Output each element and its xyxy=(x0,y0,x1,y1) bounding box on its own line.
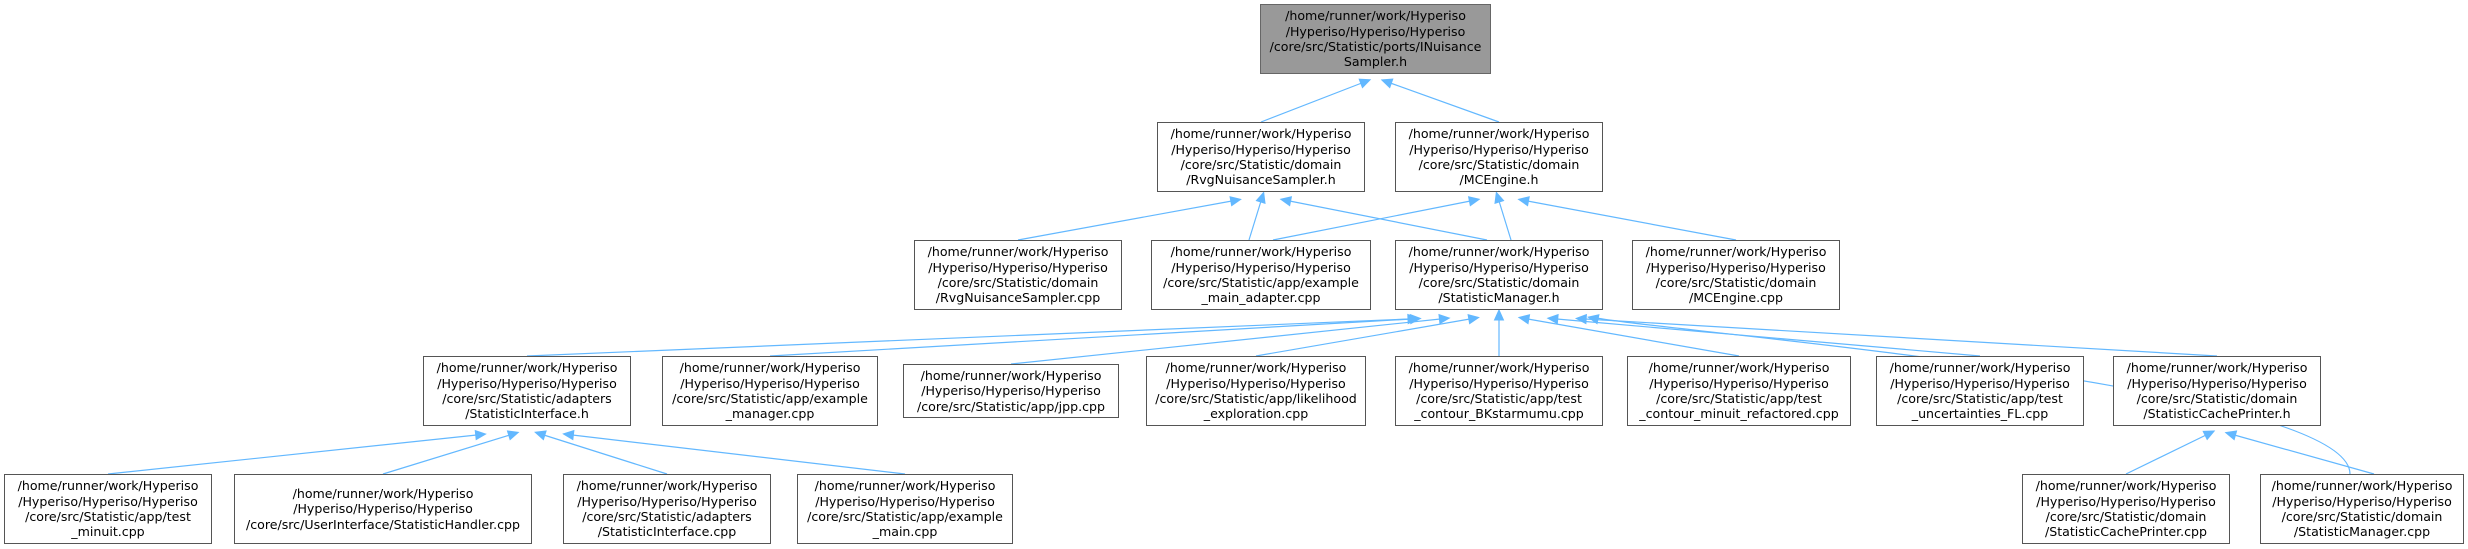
edge-test_contour_minuit_refactored_cpp-to-statistic_manager_h xyxy=(1527,318,1740,357)
edge-example_main_cpp-to-statistic_interface_h xyxy=(572,434,906,475)
arrowhead-statistic_manager_h-to-mcengine_h xyxy=(1494,191,1505,204)
edge-rvg_nuisance_sampler_cpp-to-rvg_nuisance_sampler_h xyxy=(1017,200,1232,241)
node-label: /home/runner/work/Hyperiso /Hyperiso/Hyp… xyxy=(1889,360,2071,422)
edge-statistic_cache_printer_cpp-to-statistic_cache_printer_h xyxy=(2125,434,2207,475)
node-label: /home/runner/work/Hyperiso /Hyperiso/Hyp… xyxy=(2035,478,2217,540)
arrowhead-example_main_cpp-to-statistic_interface_h xyxy=(562,429,575,441)
node-mcengine-cpp[interactable]: /home/runner/work/Hyperiso /Hyperiso/Hyp… xyxy=(1632,240,1840,310)
arrowhead-statistic_handler_cpp-to-statistic_interface_h xyxy=(506,430,520,441)
arrowhead-jpp_cpp-to-statistic_manager_h xyxy=(1438,313,1451,325)
node-inuisance-sampler-h[interactable]: /home/runner/work/Hyperiso /Hyperiso/Hyp… xyxy=(1260,4,1491,74)
node-example-main-adapter-cpp[interactable]: /home/runner/work/Hyperiso /Hyperiso/Hyp… xyxy=(1151,240,1371,310)
arrowhead-test_minuit_cpp-to-statistic_interface_h xyxy=(474,429,487,441)
node-mcengine-h[interactable]: /home/runner/work/Hyperiso /Hyperiso/Hyp… xyxy=(1395,122,1603,192)
node-label: /home/runner/work/Hyperiso /Hyperiso/Hyp… xyxy=(1163,244,1359,306)
arrowhead-likelihood_exploration_cpp-to-statistic_manager_h xyxy=(1467,314,1480,325)
arrowhead-mcengine_cpp-to-mcengine_h xyxy=(1517,196,1530,207)
node-statistic-manager-cpp[interactable]: /home/runner/work/Hyperiso /Hyperiso/Hyp… xyxy=(2260,474,2464,544)
edge-jpp_cpp-to-statistic_manager_h xyxy=(1010,318,1441,365)
node-test-minuit-cpp[interactable]: /home/runner/work/Hyperiso /Hyperiso/Hyp… xyxy=(4,474,212,544)
node-label: /home/runner/work/Hyperiso /Hyperiso/Hyp… xyxy=(807,478,1003,540)
node-statistic-interface-h[interactable]: /home/runner/work/Hyperiso /Hyperiso/Hyp… xyxy=(423,356,631,426)
edge-statistic_interface_h-to-statistic_manager_h xyxy=(526,318,1410,357)
arrowhead-test_uncertainties_fl_cpp-to-statistic_manager_h xyxy=(1546,313,1559,325)
node-statistic-manager-h[interactable]: /home/runner/work/Hyperiso /Hyperiso/Hyp… xyxy=(1395,240,1603,310)
node-statistic-interface-cpp[interactable]: /home/runner/work/Hyperiso /Hyperiso/Hyp… xyxy=(563,474,771,544)
edge-rvg_nuisance_sampler_h-to-inuisance_sampler_h xyxy=(1260,82,1362,123)
edge-example_main_adapter_cpp-to-rvg_nuisance_sampler_h xyxy=(1248,200,1262,241)
node-example-main-cpp[interactable]: /home/runner/work/Hyperiso /Hyperiso/Hyp… xyxy=(797,474,1013,544)
edge-example_manager_cpp-to-statistic_manager_h xyxy=(769,318,1412,357)
edge-statistic_interface_cpp-to-statistic_interface_h xyxy=(543,434,668,475)
edge-statistic_handler_cpp-to-statistic_interface_h xyxy=(382,434,510,475)
edge-example_main_adapter_cpp-to-mcengine_h xyxy=(1272,200,1471,241)
node-label: /home/runner/work/Hyperiso /Hyperiso/Hyp… xyxy=(2126,360,2308,422)
edge-likelihood_exploration_cpp-to-statistic_manager_h xyxy=(1255,318,1470,357)
node-label: /home/runner/work/Hyperiso /Hyperiso/Hyp… xyxy=(2271,478,2453,540)
node-label: /home/runner/work/Hyperiso /Hyperiso/Hyp… xyxy=(1269,8,1482,70)
node-test-contour-bkstarmumu-cpp[interactable]: /home/runner/work/Hyperiso /Hyperiso/Hyp… xyxy=(1395,356,1603,426)
node-label: /home/runner/work/Hyperiso /Hyperiso/Hyp… xyxy=(1639,360,1839,422)
edge-statistic_manager_h-to-rvg_nuisance_sampler_h xyxy=(1289,200,1488,241)
edge-test_uncertainties_fl_cpp-to-statistic_manager_h xyxy=(1556,318,1981,357)
node-statistic-cache-printer-h[interactable]: /home/runner/work/Hyperiso /Hyperiso/Hyp… xyxy=(2113,356,2321,426)
node-label: /home/runner/work/Hyperiso /Hyperiso/Hyp… xyxy=(1170,126,1352,188)
node-label: /home/runner/work/Hyperiso /Hyperiso/Hyp… xyxy=(1408,360,1590,422)
node-label: /home/runner/work/Hyperiso /Hyperiso/Hyp… xyxy=(1408,126,1590,188)
node-label: /home/runner/work/Hyperiso /Hyperiso/Hyp… xyxy=(17,478,199,540)
arrowhead-statistic_cache_printer_cpp-to-statistic_cache_printer_h xyxy=(2202,430,2216,441)
edge-statistic_manager_h-to-mcengine_h xyxy=(1498,200,1512,241)
node-likelihood-exploration-cpp[interactable]: /home/runner/work/Hyperiso /Hyperiso/Hyp… xyxy=(1146,356,1366,426)
edge-layer xyxy=(107,78,2375,475)
arrowhead-example_main_adapter_cpp-to-mcengine_h xyxy=(1467,196,1481,207)
arrowhead-statistic_cache_printer_h-to-statistic_manager_h xyxy=(1574,313,1587,325)
arrowhead-rvg_nuisance_sampler_h-to-inuisance_sampler_h xyxy=(1358,78,1372,89)
arrowhead-mcengine_h-to-inuisance_sampler_h xyxy=(1380,78,1394,89)
edge-mcengine_h-to-inuisance_sampler_h xyxy=(1390,82,1500,123)
node-label: /home/runner/work/Hyperiso /Hyperiso/Hyp… xyxy=(1645,244,1827,306)
node-label: /home/runner/work/Hyperiso /Hyperiso/Hyp… xyxy=(436,360,618,422)
node-jpp-cpp[interactable]: /home/runner/work/Hyperiso /Hyperiso/Hyp… xyxy=(903,364,1119,418)
arrowhead-statistic_manager_h-to-rvg_nuisance_sampler_h xyxy=(1279,196,1293,207)
edge-test_minuit_cpp-to-statistic_interface_h xyxy=(107,434,477,475)
arrowhead-statistic_manager_cpp-to-statistic_cache_printer_h xyxy=(2224,430,2238,441)
node-statistic-cache-printer-cpp[interactable]: /home/runner/work/Hyperiso /Hyperiso/Hyp… xyxy=(2022,474,2230,544)
edge-statistic_manager_cpp-to-statistic_cache_printer_h xyxy=(2234,434,2375,475)
node-label: /home/runner/work/Hyperiso /Hyperiso/Hyp… xyxy=(927,244,1109,306)
edge-statistic_cache_printer_h-to-statistic_manager_h xyxy=(1585,318,2218,357)
node-label: /home/runner/work/Hyperiso /Hyperiso/Hyp… xyxy=(1408,244,1590,306)
node-label: /home/runner/work/Hyperiso /Hyperiso/Hyp… xyxy=(576,478,758,540)
node-label: /home/runner/work/Hyperiso /Hyperiso/Hyp… xyxy=(917,368,1105,414)
node-example-manager-cpp[interactable]: /home/runner/work/Hyperiso /Hyperiso/Hyp… xyxy=(662,356,878,426)
node-label: /home/runner/work/Hyperiso /Hyperiso/Hyp… xyxy=(1155,360,1357,422)
node-test-contour-minuit-refactored-cpp[interactable]: /home/runner/work/Hyperiso /Hyperiso/Hyp… xyxy=(1627,356,1851,426)
arrowhead-statistic_interface_cpp-to-statistic_interface_h xyxy=(534,430,547,441)
node-statistic-handler-cpp[interactable]: /home/runner/work/Hyperiso /Hyperiso/Hyp… xyxy=(234,474,532,544)
arrowhead-test_contour_bkstarmumu_cpp-to-statistic_manager_h xyxy=(1493,308,1505,321)
node-label: /home/runner/work/Hyperiso /Hyperiso/Hyp… xyxy=(245,486,521,532)
arrowhead-test_contour_minuit_refactored_cpp-to-statistic_manager_h xyxy=(1517,314,1531,325)
edge-mcengine_cpp-to-mcengine_h xyxy=(1527,200,1737,241)
node-test-uncertainties-fl-cpp[interactable]: /home/runner/work/Hyperiso /Hyperiso/Hyp… xyxy=(1876,356,2084,426)
arrowhead-rvg_nuisance_sampler_cpp-to-rvg_nuisance_sampler_h xyxy=(1229,196,1242,207)
node-rvg-nuisance-sampler-h[interactable]: /home/runner/work/Hyperiso /Hyperiso/Hyp… xyxy=(1157,122,1365,192)
arrowhead-statistic_manager_cpp-to-statistic_manager_h xyxy=(1587,314,1600,325)
arrowhead-example_main_adapter_cpp-to-rvg_nuisance_sampler_h xyxy=(1255,191,1266,204)
node-label: /home/runner/work/Hyperiso /Hyperiso/Hyp… xyxy=(672,360,868,422)
node-rvg-nuisance-sampler-cpp[interactable]: /home/runner/work/Hyperiso /Hyperiso/Hyp… xyxy=(914,240,1122,310)
